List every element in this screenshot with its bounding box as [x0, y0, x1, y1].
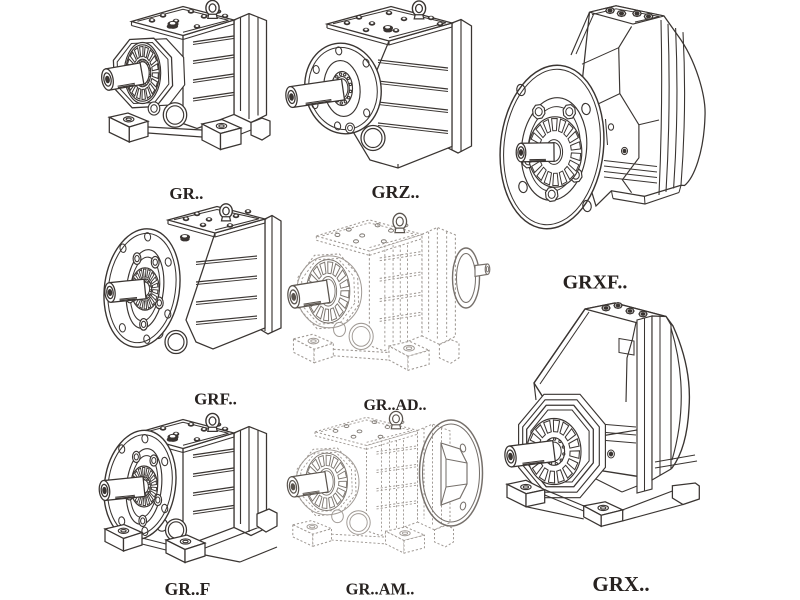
svg-text:GR..: GR.. [169, 184, 203, 203]
svg-text:GRF..: GRF.. [194, 389, 237, 408]
svg-text:GRXF..: GRXF.. [563, 271, 628, 293]
svg-text:GR..AM..: GR..AM.. [346, 580, 415, 599]
svg-text:GR..AD..: GR..AD.. [363, 397, 426, 414]
svg-text:GRZ..: GRZ.. [371, 182, 419, 202]
svg-text:GR..F: GR..F [165, 579, 211, 599]
svg-text:GRX..: GRX.. [592, 572, 649, 596]
